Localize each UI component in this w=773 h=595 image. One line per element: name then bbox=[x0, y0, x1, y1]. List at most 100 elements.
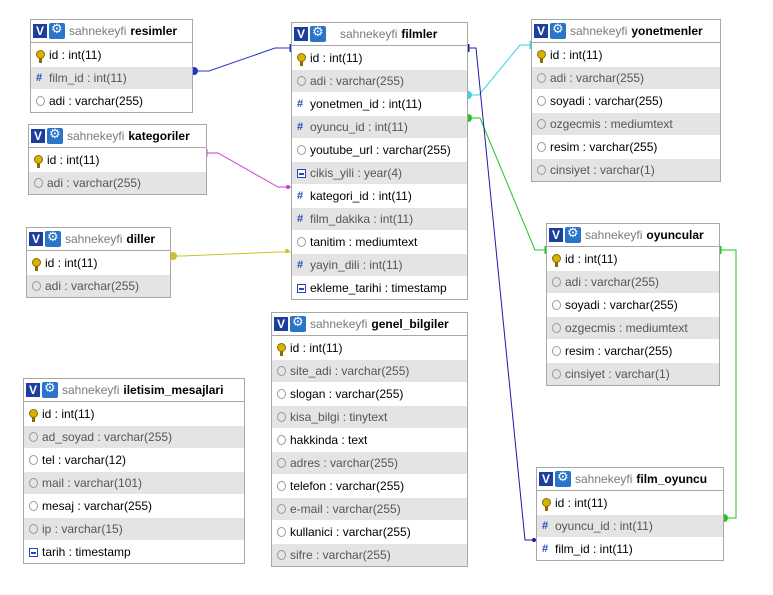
column-row[interactable]: adres : varchar(255) bbox=[272, 451, 467, 474]
column-label: id : int(11) bbox=[49, 48, 102, 62]
gear-icon[interactable] bbox=[42, 381, 58, 398]
toggle-v-icon[interactable]: V bbox=[31, 129, 45, 143]
column-row[interactable]: youtube_url : varchar(255) bbox=[292, 138, 467, 161]
column-label: adi : varchar(255) bbox=[565, 275, 660, 289]
toggle-v-icon[interactable]: V bbox=[26, 383, 40, 397]
column-label: id : int(11) bbox=[290, 341, 343, 355]
gear-icon[interactable] bbox=[555, 470, 571, 487]
relation-line bbox=[468, 117, 546, 251]
column-row[interactable]: film_id : int(11) bbox=[537, 537, 723, 560]
column-label: ozgecmis : mediumtext bbox=[565, 321, 688, 335]
column-row[interactable]: tarih : timestamp bbox=[24, 540, 244, 563]
column-row[interactable]: adi : varchar(255) bbox=[547, 270, 719, 293]
toggle-v-icon[interactable]: V bbox=[294, 27, 308, 41]
toggle-v-icon[interactable]: V bbox=[539, 472, 553, 486]
column-row[interactable]: resim : varchar(255) bbox=[547, 339, 719, 362]
string-column-icon bbox=[552, 369, 561, 379]
column-row[interactable]: mesaj : varchar(255) bbox=[24, 494, 244, 517]
column-row[interactable]: id : int(11) bbox=[29, 148, 206, 171]
column-row[interactable]: id : int(11) bbox=[27, 251, 170, 274]
toggle-v-icon[interactable]: V bbox=[29, 232, 43, 246]
column-row[interactable]: ozgecmis : mediumtext bbox=[532, 112, 720, 135]
toggle-v-icon[interactable]: V bbox=[534, 24, 548, 38]
column-row[interactable]: kisa_bilgi : tinytext bbox=[272, 405, 467, 428]
column-row[interactable]: adi : varchar(255) bbox=[31, 89, 192, 112]
column-label: film_id : int(11) bbox=[49, 71, 127, 85]
relation-line bbox=[468, 47, 536, 541]
column-row[interactable]: tanitim : mediumtext bbox=[292, 230, 467, 253]
column-row[interactable]: cikis_yili : year(4) bbox=[292, 161, 467, 184]
column-row[interactable]: kullanici : varchar(255) bbox=[272, 520, 467, 543]
column-row[interactable]: film_id : int(11) bbox=[31, 66, 192, 89]
column-row[interactable]: yonetmen_id : int(11) bbox=[292, 92, 467, 115]
toggle-v-icon[interactable]: V bbox=[274, 317, 288, 331]
column-row[interactable]: slogan : varchar(255) bbox=[272, 382, 467, 405]
column-label: soyadi : varchar(255) bbox=[550, 94, 663, 108]
gear-icon[interactable] bbox=[290, 315, 306, 332]
column-row[interactable]: id : int(11) bbox=[532, 43, 720, 66]
column-row[interactable]: id : int(11) bbox=[547, 247, 719, 270]
string-column-icon bbox=[277, 412, 286, 422]
column-row[interactable]: sifre : varchar(255) bbox=[272, 543, 467, 566]
column-row[interactable]: e-mail : varchar(255) bbox=[272, 497, 467, 520]
gear-icon[interactable] bbox=[565, 226, 581, 243]
column-row[interactable]: ekleme_tarihi : timestamp bbox=[292, 276, 467, 299]
column-row[interactable]: film_dakika : int(11) bbox=[292, 207, 467, 230]
column-row[interactable]: id : int(11) bbox=[537, 491, 723, 514]
column-row[interactable]: id : int(11) bbox=[24, 402, 244, 425]
column-row[interactable]: kategori_id : int(11) bbox=[292, 184, 467, 207]
table-name: kategoriler bbox=[128, 129, 190, 143]
column-row[interactable]: id : int(11) bbox=[272, 336, 467, 359]
column-row[interactable]: adi : varchar(255) bbox=[532, 66, 720, 89]
column-row[interactable]: cinsiyet : varchar(1) bbox=[532, 158, 720, 181]
column-row[interactable]: ip : varchar(15) bbox=[24, 517, 244, 540]
column-row[interactable]: tel : varchar(12) bbox=[24, 448, 244, 471]
column-row[interactable]: adi : varchar(255) bbox=[292, 69, 467, 92]
column-row[interactable]: id : int(11) bbox=[292, 46, 467, 69]
column-row[interactable]: soyadi : varchar(255) bbox=[532, 89, 720, 112]
column-row[interactable]: id : int(11) bbox=[31, 43, 192, 66]
gear-icon[interactable] bbox=[47, 127, 63, 144]
column-row[interactable]: oyuncu_id : int(11) bbox=[292, 115, 467, 138]
gear-icon[interactable] bbox=[45, 230, 61, 247]
column-row[interactable]: hakkinda : text bbox=[272, 428, 467, 451]
toggle-v-icon[interactable]: V bbox=[33, 24, 47, 38]
column-row[interactable]: telefon : varchar(255) bbox=[272, 474, 467, 497]
column-row[interactable]: cinsiyet : varchar(1) bbox=[547, 362, 719, 385]
string-column-icon bbox=[29, 478, 38, 488]
column-row[interactable]: adi : varchar(255) bbox=[29, 171, 206, 194]
column-row[interactable]: ozgecmis : mediumtext bbox=[547, 316, 719, 339]
gear-icon[interactable] bbox=[310, 25, 326, 42]
gear-icon[interactable] bbox=[550, 22, 566, 39]
column-row[interactable]: mail : varchar(101) bbox=[24, 471, 244, 494]
column-row[interactable]: yayin_dili : int(11) bbox=[292, 253, 467, 276]
column-row[interactable]: soyadi : varchar(255) bbox=[547, 293, 719, 316]
database-name: sahnekeyfi bbox=[340, 27, 398, 41]
column-row[interactable]: site_adi : varchar(255) bbox=[272, 359, 467, 382]
gear-icon[interactable] bbox=[49, 22, 65, 39]
toggle-v-icon[interactable]: V bbox=[549, 228, 563, 242]
column-row[interactable]: ad_soyad : varchar(255) bbox=[24, 425, 244, 448]
table-name: yonetmenler bbox=[631, 24, 703, 38]
column-row[interactable]: oyuncu_id : int(11) bbox=[537, 514, 723, 537]
column-row[interactable]: resim : varchar(255) bbox=[532, 135, 720, 158]
column-row[interactable]: adi : varchar(255) bbox=[27, 274, 170, 297]
